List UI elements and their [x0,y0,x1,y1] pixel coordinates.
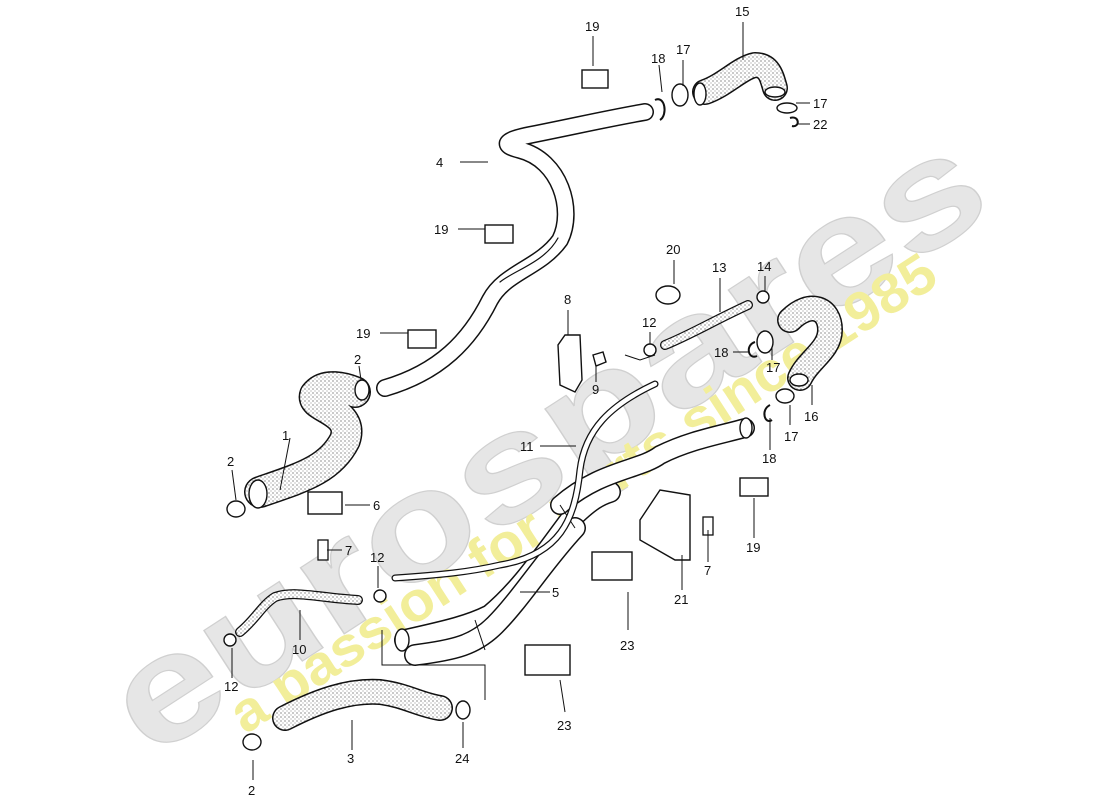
hose-part-16 [777,295,843,391]
callout-23: 23 [557,718,571,733]
callout-17: 17 [784,429,798,444]
watermark-brand: eurospares [76,96,1015,787]
callout-8: 8 [564,292,571,307]
callout-12: 12 [370,550,384,565]
pipe-part-11 [391,380,659,582]
callout-23: 23 [620,638,634,653]
leader-lines [231,22,813,780]
callout-11: 11 [520,439,534,454]
callout-19: 19 [585,19,599,34]
callout-5: 5 [552,585,559,600]
callout-9: 9 [592,382,599,397]
callout-18: 18 [651,51,665,66]
callout-19: 19 [356,326,370,341]
callout-19: 19 [434,222,448,237]
callout-14: 14 [757,259,771,274]
callout-21: 21 [674,592,688,607]
callout-10: 10 [292,642,306,657]
callout-13: 13 [712,260,726,275]
callout-22: 22 [813,117,827,132]
callout-7: 7 [704,563,711,578]
callout-2: 2 [227,454,234,469]
callout-2: 2 [354,352,361,367]
hose-part-15 [692,52,788,106]
callout-17: 17 [676,42,690,57]
callout-12: 12 [642,315,656,330]
callout-24: 24 [455,751,469,766]
callout-2: 2 [248,783,255,798]
callout-19: 19 [746,540,760,555]
callout-18: 18 [714,345,728,360]
callout-18: 18 [762,451,776,466]
callout-6: 6 [373,498,380,513]
pipe-part-4 [376,103,654,397]
callout-17: 17 [813,96,827,111]
callout-12: 12 [224,679,238,694]
hose-part-13 [660,300,753,350]
hose-part-10 [235,589,363,637]
callout-15: 15 [735,4,749,19]
callout-3: 3 [347,751,354,766]
callout-4: 4 [436,155,443,170]
hose-part-1 [244,371,371,509]
watermark: eurospares a passion for parts since 198… [75,95,1015,787]
callout-7: 7 [345,543,352,558]
pipe-part-5 [394,417,755,666]
callout-17: 17 [766,360,780,375]
callout-1: 1 [282,428,289,443]
hose-part-3 [272,678,453,731]
hardware [223,69,799,751]
callouts: 1 2 2 2 3 4 5 6 7 7 8 9 10 11 12 12 12 1… [224,4,827,798]
callout-20: 20 [666,242,680,257]
callout-16: 16 [804,409,818,424]
